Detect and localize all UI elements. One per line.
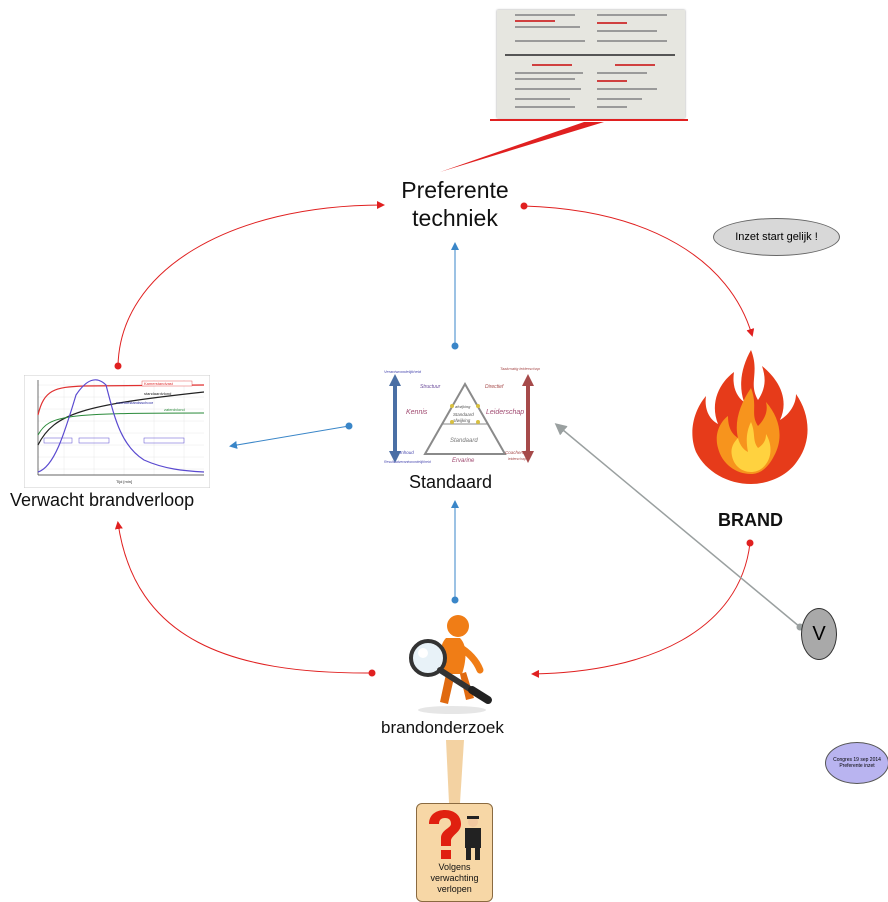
document-thumbnail	[497, 10, 685, 118]
triangle-label: Kennis	[406, 409, 428, 416]
triangle-note: Taakmatig leiderschap	[500, 366, 541, 371]
fire-icon	[692, 350, 808, 484]
triangle-label: Coachend	[505, 450, 526, 455]
triangle-label: Directief	[485, 384, 504, 390]
triangle-label: Standaard	[450, 438, 478, 444]
node-preferente-techniek: Preferente techniek	[401, 177, 509, 231]
node-verwacht-brandverloop: Verwacht brandverloop	[10, 490, 195, 510]
link-v-to-standaard	[554, 423, 801, 628]
callout-v: V	[801, 608, 837, 660]
callout-inzet: Inzet start gelijk !	[713, 218, 840, 256]
question-figure-icon	[429, 810, 481, 860]
arc-techniek-to-brand	[523, 205, 755, 337]
chart-series-label: zaterdvlond	[164, 407, 185, 412]
callout-v-text: V	[812, 622, 826, 645]
chart-series-label: Kamerstandvast	[144, 381, 174, 386]
triangle-label: Leiderschap	[486, 409, 524, 416]
triangle-label: Ervarine	[452, 458, 475, 464]
chart-x-axis-label: Tijd [min]	[116, 479, 132, 484]
callout-congres-text: Congres 19 sep 2014 Preferente inzet	[833, 757, 881, 769]
triangle-note: leiderschap	[508, 457, 526, 461]
node-brandonderzoek: brandonderzoek	[381, 718, 504, 737]
node-brand: BRAND	[718, 510, 783, 530]
chart-series-label: standaardvlond	[144, 391, 171, 396]
node-standaard: Standaard	[409, 472, 493, 492]
triangle-label: afwijking	[453, 418, 471, 423]
question-card: Volgens verwachting verlopen	[416, 803, 493, 902]
triangle-label: Standaard	[453, 412, 474, 417]
leadership-triangle: Verantwoordelijkheid Taakmatig leidersch…	[384, 366, 541, 464]
callout-congres: Congres 19 sep 2014 Preferente inzet	[825, 742, 888, 784]
question-card-text: Volgens verwachting verlopen	[430, 862, 479, 894]
arc-brand-to-onderzoek	[531, 542, 751, 678]
arc-onderzoek-to-brandverloop	[114, 521, 373, 674]
arc-brandverloop-to-techniek	[117, 201, 385, 367]
pointer-wedge	[440, 122, 604, 172]
pointer-wedge-tan	[446, 740, 464, 803]
link-standaard-to-brandverloop	[229, 425, 350, 449]
triangle-note: Verantwoordelijkheid	[384, 369, 422, 374]
triangle-label: afwijking	[455, 404, 471, 409]
chart-series-label: voortoestandsschoor	[116, 400, 154, 405]
triangle-note: Resultaatverantwoordelijkheid	[384, 460, 432, 464]
triangle-label: Inhoud	[400, 450, 414, 455]
triangle-label: Structuur	[420, 384, 441, 390]
callout-inzet-text: Inzet start gelijk !	[735, 231, 818, 243]
fire-curve-chart: Kamerstandvast standaardvlond voortoesta…	[24, 375, 210, 488]
magnifier-figure-icon	[409, 615, 492, 714]
